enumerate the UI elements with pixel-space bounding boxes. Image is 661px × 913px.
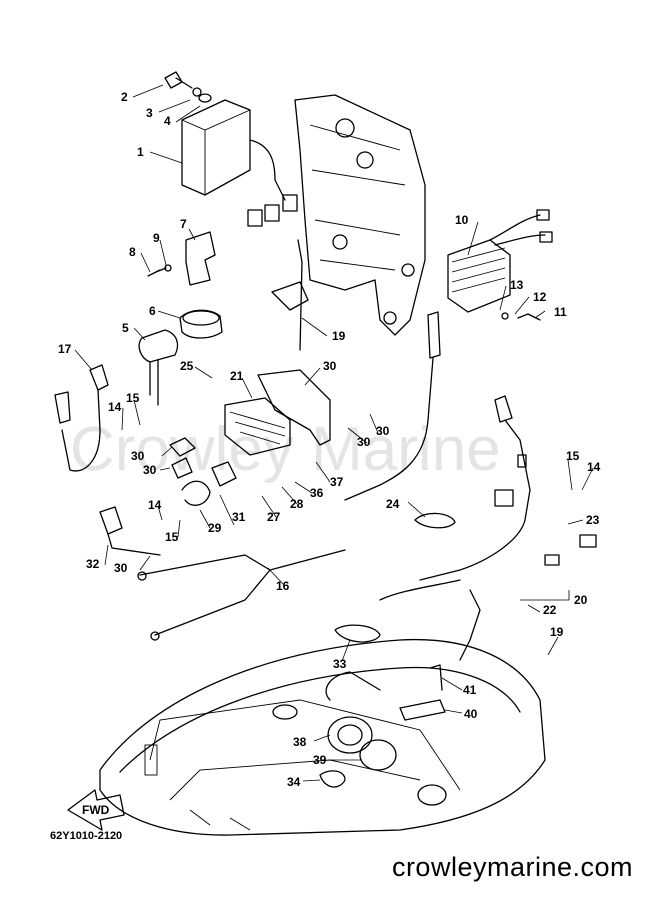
grommet-assembly — [319, 664, 446, 788]
callout: 27 — [267, 510, 281, 524]
callout: 5 — [122, 321, 129, 335]
callout: 24 — [386, 497, 400, 511]
callout: 4 — [164, 114, 171, 128]
callout: 2 — [121, 90, 128, 104]
callout: 15 — [165, 530, 179, 544]
callout: 13 — [510, 278, 524, 292]
callout: 11 — [554, 305, 567, 319]
callout: 14 — [148, 498, 162, 512]
callout: 3 — [146, 106, 153, 120]
callout: 31 — [232, 510, 246, 524]
callout: 15 — [566, 449, 580, 463]
bracket-7 — [147, 231, 216, 286]
callout: 30 — [143, 463, 157, 477]
relay-group — [138, 309, 223, 406]
cap-17 — [54, 364, 109, 472]
callout: 10 — [455, 213, 469, 227]
callout: 30 — [131, 449, 145, 463]
callout: 12 — [533, 290, 547, 304]
callout-labels: 2 3 4 1 7 8 9 10 11 12 13 6 5 17 19 30 2… — [58, 90, 601, 789]
callout: 37 — [330, 475, 344, 489]
cable-ties — [334, 512, 456, 643]
battery-lead — [137, 549, 346, 641]
callout: 38 — [293, 735, 307, 749]
callout: 25 — [180, 359, 194, 373]
wire-harness — [344, 311, 597, 661]
leader-lines — [74, 84, 594, 782]
callout: 41 — [463, 683, 477, 697]
website-footer: crowleymarine.com — [391, 852, 633, 882]
engine-bracket — [294, 94, 426, 336]
callout: 6 — [149, 304, 156, 318]
callout: 22 — [543, 603, 557, 617]
fwd-label: FWD — [82, 803, 110, 817]
callout: 30 — [323, 359, 337, 373]
callout: 30 — [357, 435, 371, 449]
junction-block — [224, 369, 331, 456]
fwd-arrow-icon: FWD — [67, 789, 125, 831]
watermark: Crowley Marine — [70, 415, 501, 484]
rectifier-regulator — [447, 209, 553, 321]
drawing-code: 62Y1010-2120 — [50, 830, 123, 842]
callout: 21 — [230, 369, 244, 383]
cdi-unit — [181, 99, 298, 227]
callout: 33 — [333, 657, 347, 671]
callout: 17 — [58, 342, 72, 356]
callout: 30 — [114, 561, 128, 575]
callout: 20 — [574, 593, 588, 607]
callout: 16 — [276, 579, 290, 593]
callout: 7 — [180, 217, 187, 231]
callout: 9 — [153, 231, 160, 245]
callout: 1 — [137, 145, 144, 159]
callout: 30 — [376, 424, 390, 438]
callout: 39 — [313, 753, 327, 767]
bottom-cowling — [99, 638, 546, 836]
bolt-washers — [164, 71, 212, 103]
callout: 29 — [208, 521, 222, 535]
callout: 36 — [310, 486, 324, 500]
callout: 32 — [86, 557, 100, 571]
callout: 14 — [587, 460, 601, 474]
callout: 15 — [126, 391, 140, 405]
callout: 34 — [287, 775, 301, 789]
callout: 23 — [586, 513, 600, 527]
callout: 14 — [108, 400, 122, 414]
callout: 19 — [550, 625, 564, 639]
callout: 19 — [332, 329, 346, 343]
callout: 40 — [464, 707, 478, 721]
caps-30 — [99, 437, 237, 556]
clamp-22 — [271, 239, 309, 351]
callout: 28 — [290, 497, 304, 511]
callout: 8 — [129, 245, 136, 259]
